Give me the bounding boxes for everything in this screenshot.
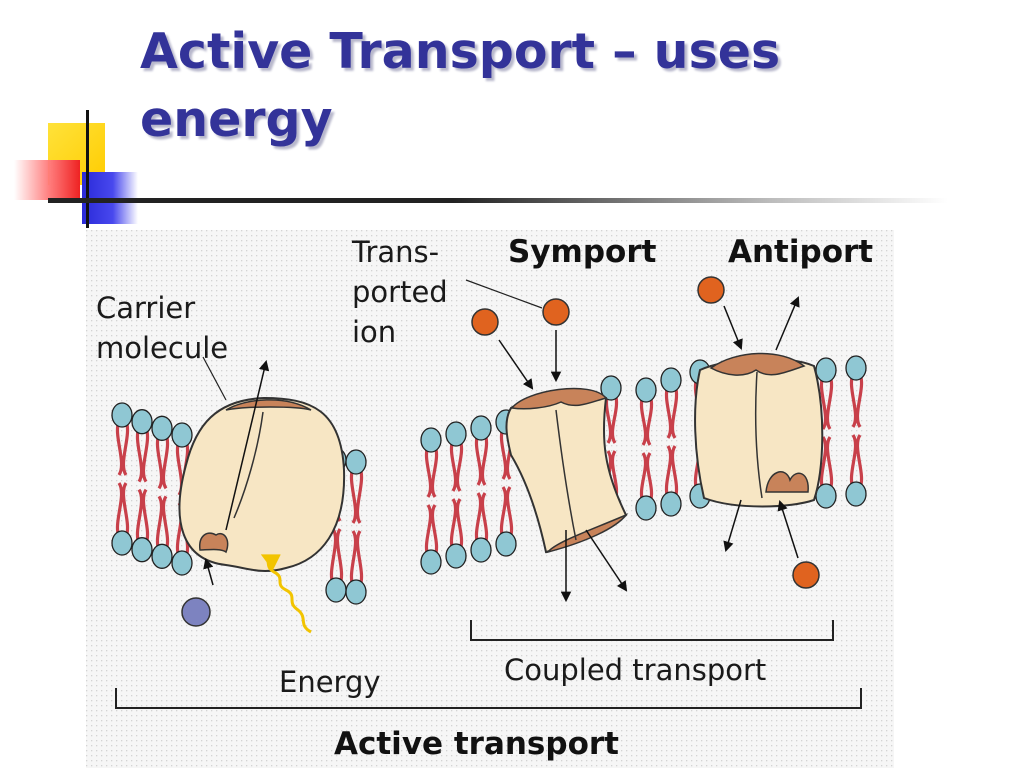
carrier-protein (178, 396, 346, 572)
lipid-tails (424, 445, 439, 557)
symport-protein (505, 387, 629, 554)
lipid-head (815, 483, 837, 509)
lipid-tails (135, 427, 150, 545)
ion-orange-4 (792, 561, 820, 589)
lipid-head (845, 355, 867, 381)
slide-title: Active Transport – uses energy (140, 23, 781, 148)
lipid-head (345, 579, 367, 605)
antiport-protein (694, 352, 824, 508)
lipid-head (470, 537, 492, 563)
lipid-tails (604, 393, 619, 501)
lipid-tails (639, 395, 654, 503)
decor-red-bar (14, 160, 80, 200)
lipid-head (131, 409, 153, 435)
decor-vertical-line (86, 110, 89, 228)
antiport-label: Antiport (728, 234, 873, 270)
lipid-tails (474, 433, 489, 545)
title-underline (48, 198, 948, 203)
lipid-tails (819, 375, 834, 491)
ion-orange-2 (542, 298, 570, 326)
lipid-head (325, 577, 347, 603)
transported-label-line3: ion (352, 315, 396, 349)
lipid-tails (155, 433, 170, 551)
ion-orange-1 (471, 308, 499, 336)
transported-label-line2: ported (352, 275, 448, 309)
lipid-head (600, 375, 622, 401)
symport-label: Symport (508, 234, 657, 270)
lipid-head (660, 367, 682, 393)
lipid-head (151, 543, 173, 569)
lipid-head (111, 530, 133, 556)
brackets (115, 620, 862, 709)
energy-arrow (260, 554, 312, 634)
lipid-head (111, 402, 133, 428)
lipid-head (470, 415, 492, 441)
transport-arrows (203, 296, 800, 603)
lipid-head (345, 449, 367, 475)
carrier-label-line1: Carrier (96, 291, 195, 325)
coupled-transport-label: Coupled transport (504, 653, 766, 687)
ion-orange-3 (697, 276, 725, 304)
lipid-head (171, 550, 193, 576)
lipid-head (131, 537, 153, 563)
carrier-label-line2: molecule (96, 331, 228, 365)
lipid-tails (349, 467, 364, 587)
lipid-tails (115, 420, 130, 538)
lipid-head (151, 415, 173, 441)
lipid-head (660, 491, 682, 517)
lipid-head (420, 549, 442, 575)
transported-label-line1: Trans- (351, 235, 439, 269)
leader-lines (202, 279, 543, 401)
diagram-svg: Carrier molecule Trans- ported ion Sympo… (86, 230, 894, 768)
lipid-tails (664, 385, 679, 499)
lipid-head (845, 481, 867, 507)
lipid-tails (449, 439, 464, 551)
ion-blue (181, 597, 211, 627)
lipid-head (445, 421, 467, 447)
lipid-head (171, 422, 193, 448)
lipid-head (445, 543, 467, 569)
lipid-head (635, 495, 657, 521)
active-transport-label: Active transport (334, 726, 619, 762)
lipid-head (815, 357, 837, 383)
lipid-head (635, 377, 657, 403)
coupled-bracket (470, 620, 834, 641)
lipid-tails (499, 427, 514, 539)
ions (181, 276, 820, 627)
energy-label: Energy (279, 665, 381, 699)
active-bracket (115, 688, 862, 709)
lipid-head (495, 531, 517, 557)
lipid-tails (849, 373, 864, 489)
lipid-head (420, 427, 442, 453)
active-transport-diagram: Carrier molecule Trans- ported ion Sympo… (86, 230, 894, 768)
